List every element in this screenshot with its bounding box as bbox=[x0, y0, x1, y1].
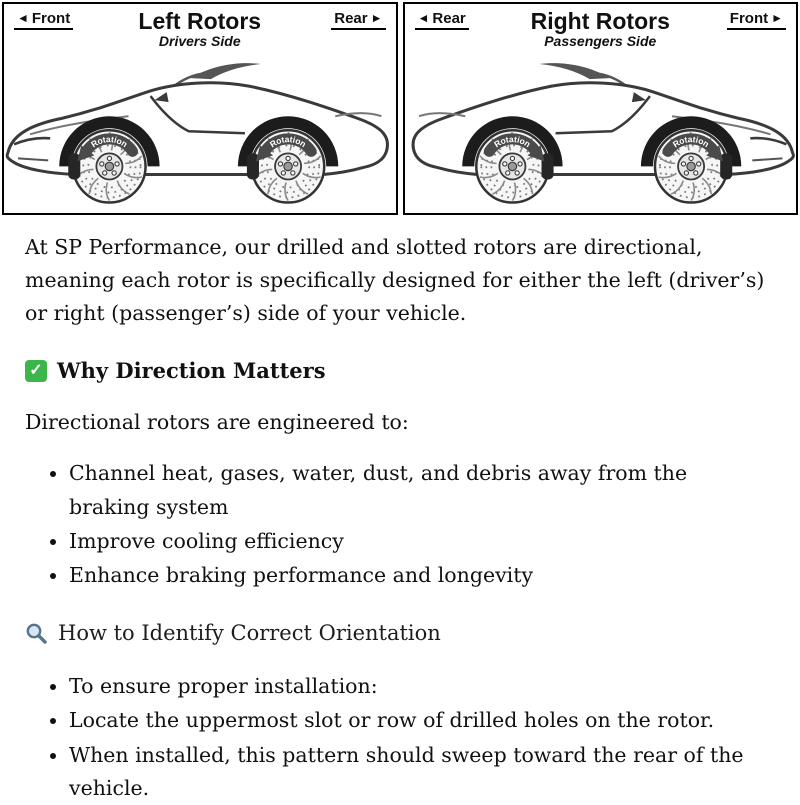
direction-text: Rear bbox=[334, 10, 368, 27]
right-arrow-icon bbox=[368, 11, 383, 25]
panel-subtitle: Passengers Side bbox=[544, 33, 657, 50]
check-icon bbox=[25, 360, 47, 383]
panel-title: Left Rotors bbox=[138, 8, 262, 34]
rotation-label: Rotation bbox=[670, 134, 710, 149]
list-item: Improve cooling efficiency bbox=[69, 525, 770, 558]
list-item: To ensure proper installation: bbox=[69, 670, 770, 703]
panel-title: Right Rotors bbox=[530, 8, 670, 34]
front-rotor-rotation-indicator: Rotation bbox=[483, 133, 545, 162]
rear-rotor-rotation-indicator: Rotation bbox=[255, 133, 317, 162]
list-item: Enhance braking performance and longevit… bbox=[69, 559, 770, 592]
left-arrow-icon bbox=[418, 11, 433, 25]
list-item: Locate the uppermost slot or row of dril… bbox=[69, 704, 770, 737]
why-direction-heading: Why Direction Matters bbox=[25, 354, 770, 388]
list-item: Channel heat, gases, water, dust, and de… bbox=[69, 457, 770, 523]
front-direction-label: Front bbox=[726, 10, 786, 30]
front-rotor-rotation-indicator: Rotation bbox=[77, 133, 139, 162]
svg-text:Rotation: Rotation bbox=[268, 134, 308, 149]
rotor-direction-diagram: Front Left Rotors Drivers Side Rear Rota… bbox=[2, 2, 798, 215]
panel-subtitle: Drivers Side bbox=[158, 33, 241, 50]
identify-bullet-list: To ensure proper installation: Locate th… bbox=[25, 670, 770, 805]
why-bullet-list: Channel heat, gases, water, dust, and de… bbox=[25, 457, 770, 592]
direction-text: Front bbox=[31, 10, 71, 27]
direction-text: Rear bbox=[432, 10, 466, 27]
rotation-label: Rotation bbox=[89, 134, 129, 149]
list-item: When installed, this pattern should swee… bbox=[69, 739, 770, 805]
article: At SP Performance, our drilled and slott… bbox=[25, 231, 770, 805]
rotation-label: Rotation bbox=[492, 134, 532, 149]
magnifier-icon bbox=[26, 623, 47, 644]
left-arrow-icon bbox=[17, 11, 32, 25]
car-illustration-right: Rotation Rotation bbox=[405, 54, 797, 213]
right-panel-header: Rear Right Rotors Passengers Side Front bbox=[405, 4, 797, 52]
rotation-label: Rotation bbox=[268, 134, 308, 149]
identify-orientation-heading: How to Identify Correct Orientation bbox=[25, 616, 770, 650]
car-illustration-left: Rotation Rotation bbox=[4, 54, 396, 213]
rear-direction-label: Rear bbox=[414, 10, 469, 30]
identify-heading-text: How to Identify Correct Orientation bbox=[58, 621, 441, 646]
direction-text: Front bbox=[729, 10, 769, 27]
why-direction-heading-text: Why Direction Matters bbox=[57, 358, 326, 384]
right-arrow-icon bbox=[768, 11, 783, 25]
intro-paragraph: At SP Performance, our drilled and slott… bbox=[25, 234, 765, 325]
rear-rotor-rotation-indicator: Rotation bbox=[661, 133, 723, 162]
svg-text:Rotation: Rotation bbox=[670, 134, 710, 149]
svg-text:Rotation: Rotation bbox=[492, 134, 532, 149]
right-rotors-panel: Rear Right Rotors Passengers Side Front … bbox=[402, 2, 798, 215]
left-panel-header: Front Left Rotors Drivers Side Rear bbox=[4, 4, 396, 52]
front-direction-label: Front bbox=[14, 10, 74, 30]
left-rotors-panel: Front Left Rotors Drivers Side Rear Rota… bbox=[2, 2, 398, 215]
why-lead-text: Directional rotors are engineered to: bbox=[25, 410, 409, 435]
rear-direction-label: Rear bbox=[331, 10, 386, 30]
svg-text:Rotation: Rotation bbox=[89, 134, 129, 149]
